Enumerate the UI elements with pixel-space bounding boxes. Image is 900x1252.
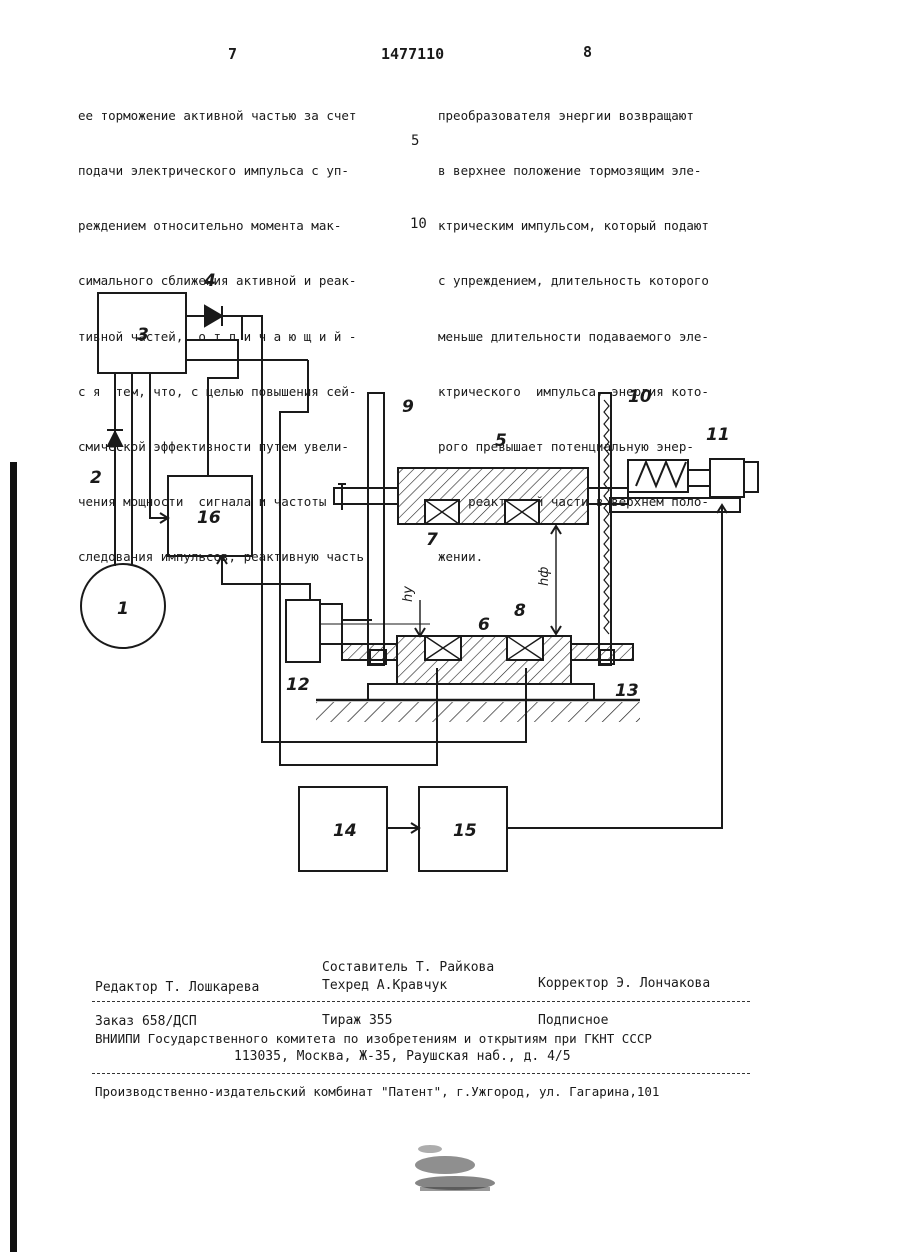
label-12: 12 (286, 675, 310, 695)
imprint-vniipi: ВНИИПИ Государственного комитета по изоб… (95, 1031, 652, 1046)
spring-housing (628, 460, 688, 492)
wire (222, 556, 310, 600)
imprint-circulation: Тираж 355 (322, 1013, 392, 1028)
divider (92, 1001, 750, 1002)
imprint-compiler: Составитель Т. Райкова (322, 960, 494, 975)
diode-4 (205, 306, 222, 326)
imprint-order: Заказ 658/ДСП (95, 1014, 197, 1029)
imprint-editor: Редактор Т. Лошкарева (95, 980, 259, 995)
spring (636, 462, 686, 486)
label-8: 8 (514, 601, 526, 621)
label-16: 16 (197, 508, 221, 528)
imprint-publisher: Производственно-издательский комбинат "П… (95, 1084, 659, 1099)
label-3: 3 (137, 325, 149, 345)
label-10: 10 (628, 387, 652, 407)
imprint-corrector: Корректор Э. Лончакова (538, 976, 710, 991)
reactive-part-6 (397, 636, 571, 684)
imprint-address: 113035, Москва, Ж-35, Раушская наб., д. … (234, 1049, 571, 1064)
bar-11 (610, 498, 740, 512)
divider (92, 1073, 750, 1074)
flange (334, 488, 398, 504)
label-4: 4 (203, 271, 216, 291)
block-11 (710, 459, 744, 497)
label-5: 5 (495, 431, 507, 451)
label-1: 1 (117, 599, 129, 619)
imprint-subscription: Подписное (538, 1013, 608, 1028)
label-11: 11 (706, 425, 730, 445)
label-13: 13 (615, 681, 639, 701)
ground-hatch (316, 702, 640, 722)
imprint-techred: Техред А.Кравчук (322, 978, 447, 993)
block-12 (286, 600, 320, 662)
label-6: 6 (478, 615, 490, 635)
wire (150, 373, 168, 518)
label-14: 14 (333, 821, 357, 841)
base-13 (368, 684, 594, 700)
label-hy: hy (401, 586, 416, 602)
stamp-mark (400, 1135, 520, 1205)
diode-2 (108, 432, 122, 446)
label-7: 7 (426, 530, 438, 550)
rod-10 (599, 393, 611, 665)
label-hf: hф (537, 567, 552, 586)
label-2: 2 (90, 468, 102, 488)
label-15: 15 (453, 821, 477, 841)
label-9: 9 (402, 397, 414, 417)
